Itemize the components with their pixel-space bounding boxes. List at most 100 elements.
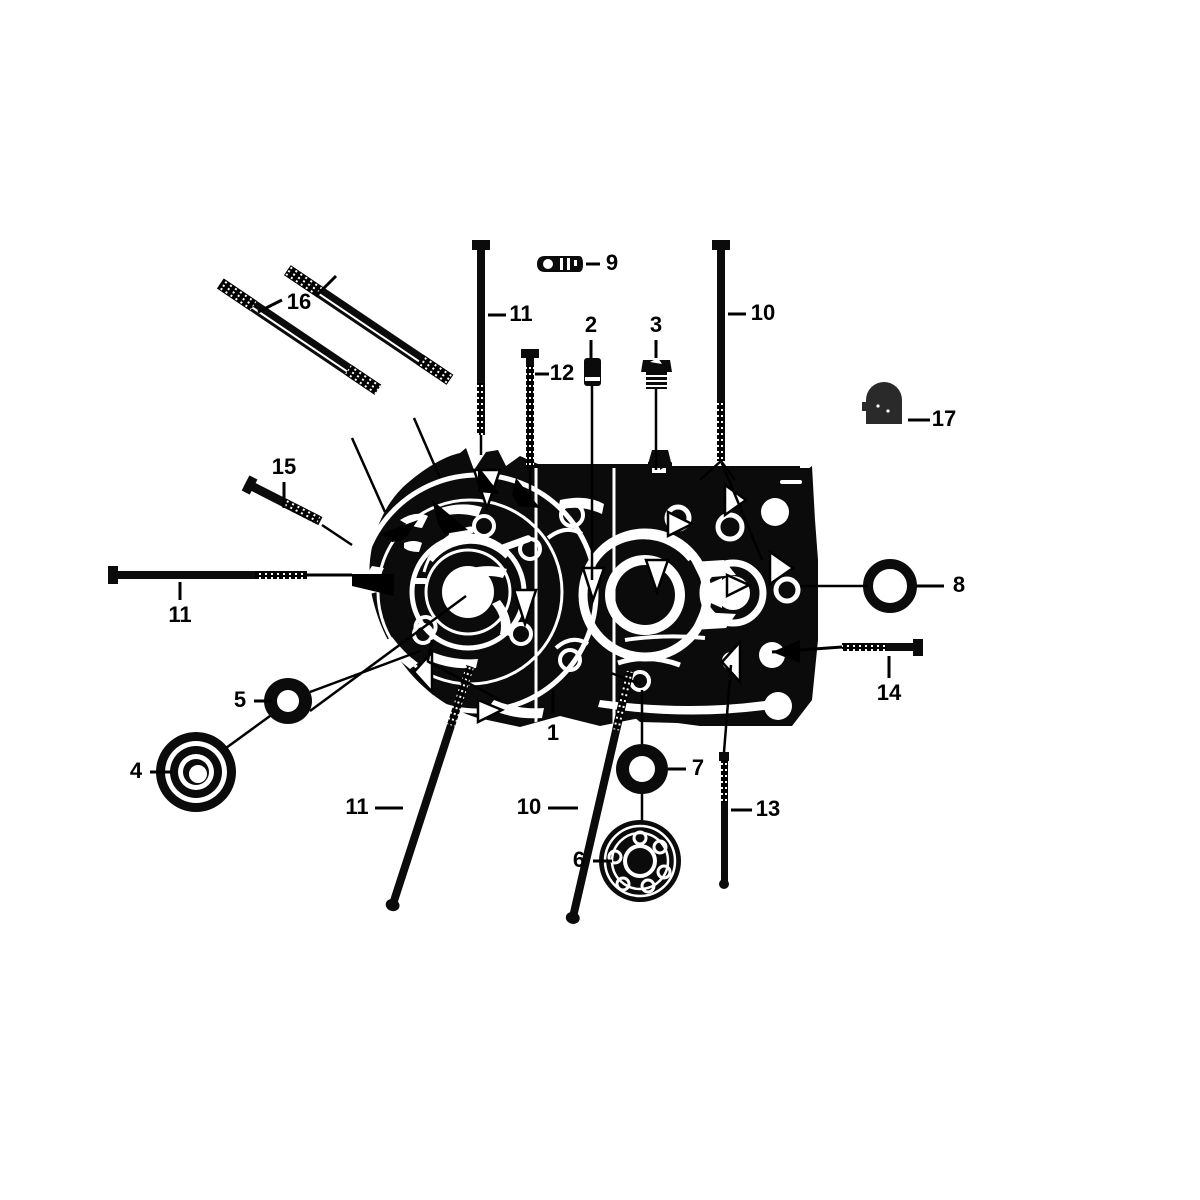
callout-3: 3 xyxy=(650,312,662,358)
lower-right-hole-1 xyxy=(759,642,785,668)
callout-label-13: 13 xyxy=(756,796,780,821)
bearing-6-ball-2 xyxy=(652,839,668,855)
left-cover-inner-ring-2 xyxy=(424,548,512,636)
right-crank-bore-inner xyxy=(615,565,675,625)
lower-connector-rib xyxy=(554,637,590,650)
bolt-13-shank xyxy=(721,760,728,882)
callout-12: 12 xyxy=(535,360,574,385)
seal-assembly-leader xyxy=(309,594,467,713)
clip-9-slot-1 xyxy=(560,258,563,270)
clip-9-eye xyxy=(543,259,553,269)
right-edge-hole xyxy=(773,576,801,604)
bearing-6-ball-6 xyxy=(607,849,623,865)
grommet-17-speck-1 xyxy=(876,404,880,408)
grommet-17-speck-2 xyxy=(886,409,890,413)
callout-label-4: 4 xyxy=(130,758,143,783)
callout-17: 17 xyxy=(908,406,956,431)
callout-2: 2 xyxy=(585,312,597,358)
bolt-11a-shank xyxy=(477,249,485,435)
casting-mark-i xyxy=(384,637,418,669)
arrow-solid-top-2 xyxy=(478,466,500,494)
screw-12-head xyxy=(521,349,539,358)
bolt-11c-thread xyxy=(447,665,474,727)
clip-9-slot-2 xyxy=(567,258,570,270)
bolt-13-leader xyxy=(722,664,733,753)
callout-group: 1 2 3 4 5 6 xyxy=(130,250,965,872)
bolt-11b-head xyxy=(108,566,118,584)
callout-14: 14 xyxy=(877,656,902,705)
upper-right-hole-3 xyxy=(761,498,789,526)
bearing-6-ball-1 xyxy=(632,830,648,846)
bolt-14-thread xyxy=(842,643,886,651)
stud-16b-thread-bottom xyxy=(416,354,454,385)
bearing-6-ball-group xyxy=(607,830,672,894)
callout-label-5: 5 xyxy=(234,687,246,712)
bolt-13-head xyxy=(719,752,729,761)
arrow-into-small-boss xyxy=(725,573,752,599)
part-stud-long-pair xyxy=(217,265,454,513)
callout-11b: 11 xyxy=(168,582,192,627)
bolt-10a-head xyxy=(712,240,730,250)
bolt-10a-leader-3 xyxy=(719,460,737,481)
stud-16a-thread-top xyxy=(217,278,257,311)
clip-9-slot-3 xyxy=(574,260,577,266)
arrow-into-bottom-left xyxy=(476,698,506,725)
stud-16b-leader xyxy=(412,417,442,479)
bolt-10b-thread xyxy=(612,670,634,731)
bearing-6-ball-3 xyxy=(656,864,672,880)
bearing-6-ball-4 xyxy=(640,878,656,894)
right-casting-ridge-2 xyxy=(617,655,681,668)
bearing-6-ball-5 xyxy=(615,876,631,892)
stud-16b-thread-top xyxy=(284,265,324,298)
arrow-into-right-edge xyxy=(768,549,796,587)
callout-label-12: 12 xyxy=(550,360,574,385)
part-bolt-medium-right xyxy=(771,639,923,663)
right-small-boss xyxy=(699,559,767,627)
callout-label-10b: 10 xyxy=(517,794,541,819)
callout-7: 7 xyxy=(668,755,704,780)
plug-3-flange xyxy=(641,360,672,372)
callout-10a: 10 xyxy=(728,300,775,325)
part-bolt-upper-center xyxy=(472,240,490,455)
casting-mark-b xyxy=(404,541,422,552)
plug-3-thread-3 xyxy=(646,385,667,387)
callout-label-14: 14 xyxy=(877,680,902,705)
callout-5: 5 xyxy=(234,687,272,712)
callout-label-6: 6 xyxy=(573,847,585,872)
lower-right-hole-2 xyxy=(764,692,792,720)
bolt-14-arrowhead xyxy=(772,640,800,663)
bolt-10b-leader xyxy=(610,671,641,686)
part-oil-seal-medium xyxy=(616,690,668,824)
mid-left-hole xyxy=(518,537,542,561)
callout-label-15: 15 xyxy=(272,454,296,479)
callout-11c: 11 xyxy=(345,794,403,819)
arrow-solid-top xyxy=(512,478,540,508)
part-dowel-plug xyxy=(584,358,601,580)
part-rubber-grommet-cap xyxy=(862,382,902,424)
screw-15-head xyxy=(241,475,258,495)
bolt-10a-thread xyxy=(717,402,725,461)
grommet-17-body xyxy=(866,382,902,424)
callout-10b: 10 xyxy=(517,794,578,819)
plug-3-head-notch xyxy=(650,358,662,364)
screw-12-thread xyxy=(526,365,534,469)
plug-2-groove xyxy=(585,377,600,381)
stud-16a-highlight xyxy=(251,306,348,373)
part-bolt-long-upper-right xyxy=(699,240,764,561)
seal-7-bore xyxy=(629,756,655,782)
callout-11a: 11 xyxy=(488,301,533,326)
plug-3-thread-2 xyxy=(646,380,667,382)
bolt-11b-shank xyxy=(117,571,307,579)
right-rib-top xyxy=(692,560,736,578)
bolt-13-thread xyxy=(721,760,728,802)
callout-label-16: 16 xyxy=(287,289,311,314)
grommet-17-tab xyxy=(862,402,868,411)
bolt-10a-leader-2 xyxy=(719,460,764,561)
callout-label-3: 3 xyxy=(650,312,662,337)
arrow-into-right-boss xyxy=(644,558,670,596)
bearing-4-bore xyxy=(189,765,207,783)
part-bolt-thin-right xyxy=(719,664,733,889)
stud-16b-highlight xyxy=(318,293,420,363)
callout-6: 6 xyxy=(573,847,612,872)
right-boss-arc xyxy=(594,535,692,562)
